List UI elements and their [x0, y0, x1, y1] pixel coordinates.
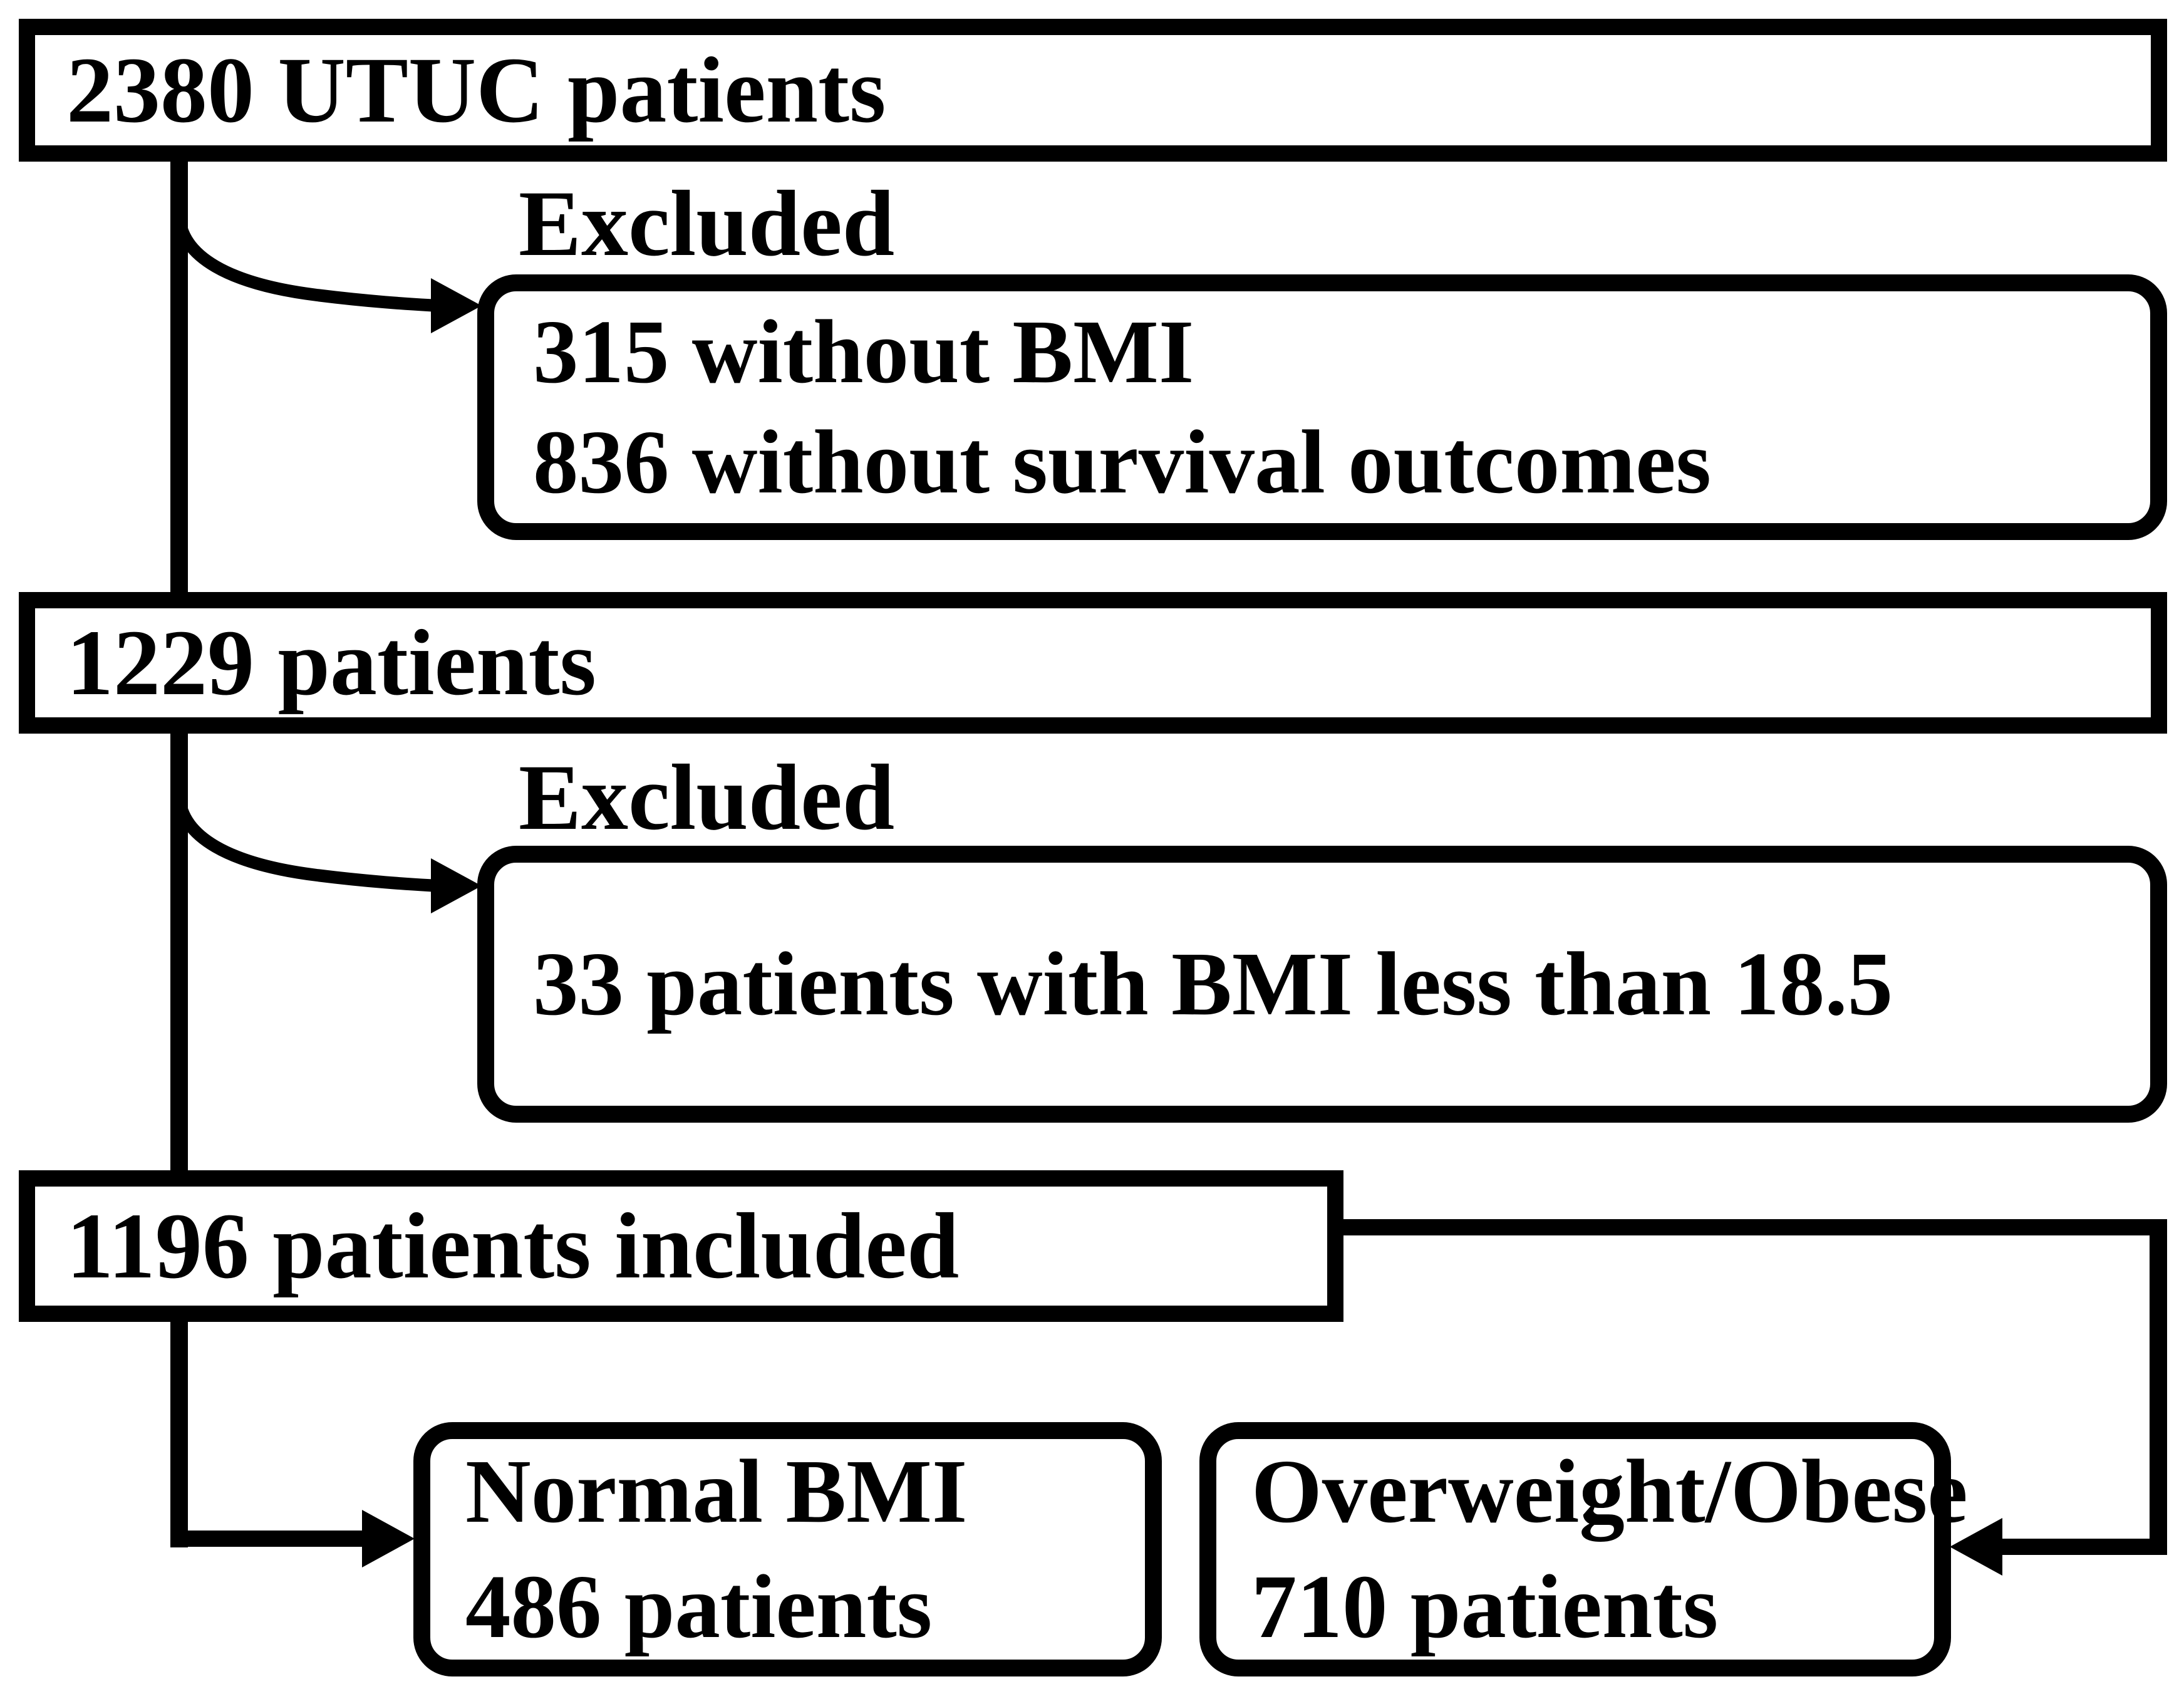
flow-box-exclusion-2: 33 patients with BMI less than 18.5	[477, 846, 2167, 1123]
arrowhead-left-icon	[1950, 1518, 2002, 1576]
flow-box-normal-bmi: Normal BMI 486 patients	[413, 1422, 1162, 1676]
connector-left-vertical	[170, 1322, 188, 1547]
exclusion-1-line-1: 315 without BMI	[533, 302, 1194, 402]
arrow-curve	[173, 793, 439, 892]
arrowhead-icon	[431, 858, 482, 913]
excluded-label-1: Excluded	[519, 172, 895, 276]
normal-bmi-line-1: Normal BMI	[465, 1442, 968, 1542]
normal-bmi-line-2: 486 patients	[465, 1557, 933, 1657]
arrow-curve	[173, 212, 439, 312]
connector-right-bottom	[1992, 1539, 2150, 1555]
exclusion-1-line-2: 836 without survival outcomes	[533, 412, 1711, 512]
flow-box-utuc-patients: 2380 UTUC patients	[19, 19, 2167, 162]
exclusion-2-line-1: 33 patients with BMI less than 18.5	[533, 934, 1893, 1034]
connector-right-stub	[1343, 1219, 2167, 1235]
arrowhead-right-icon	[362, 1510, 415, 1567]
overweight-obese-line-1: Overweight/Obese	[1251, 1442, 1968, 1542]
flow-box-included-label: 1196 patients included	[66, 1194, 960, 1298]
flow-box-1229-label: 1229 patients	[66, 611, 596, 715]
arrowhead-icon	[431, 278, 482, 333]
flow-box-exclusion-1: 315 without BMI 836 without survival out…	[477, 274, 2167, 540]
excluded-label-2: Excluded	[519, 746, 895, 850]
flow-box-included-patients: 1196 patients included	[19, 1170, 1343, 1322]
connector-left-bottom	[170, 1531, 371, 1547]
connector-right-vertical	[2150, 1219, 2167, 1555]
flow-box-1229-patients: 1229 patients	[19, 592, 2167, 734]
curved-arrow-exclusion-1	[173, 212, 482, 333]
curved-arrow-exclusion-2	[173, 793, 482, 913]
flow-box-utuc-label: 2380 UTUC patients	[66, 38, 886, 142]
overweight-obese-line-2: 710 patients	[1251, 1557, 1719, 1657]
flow-box-overweight-obese: Overweight/Obese 710 patients	[1199, 1422, 1968, 1676]
